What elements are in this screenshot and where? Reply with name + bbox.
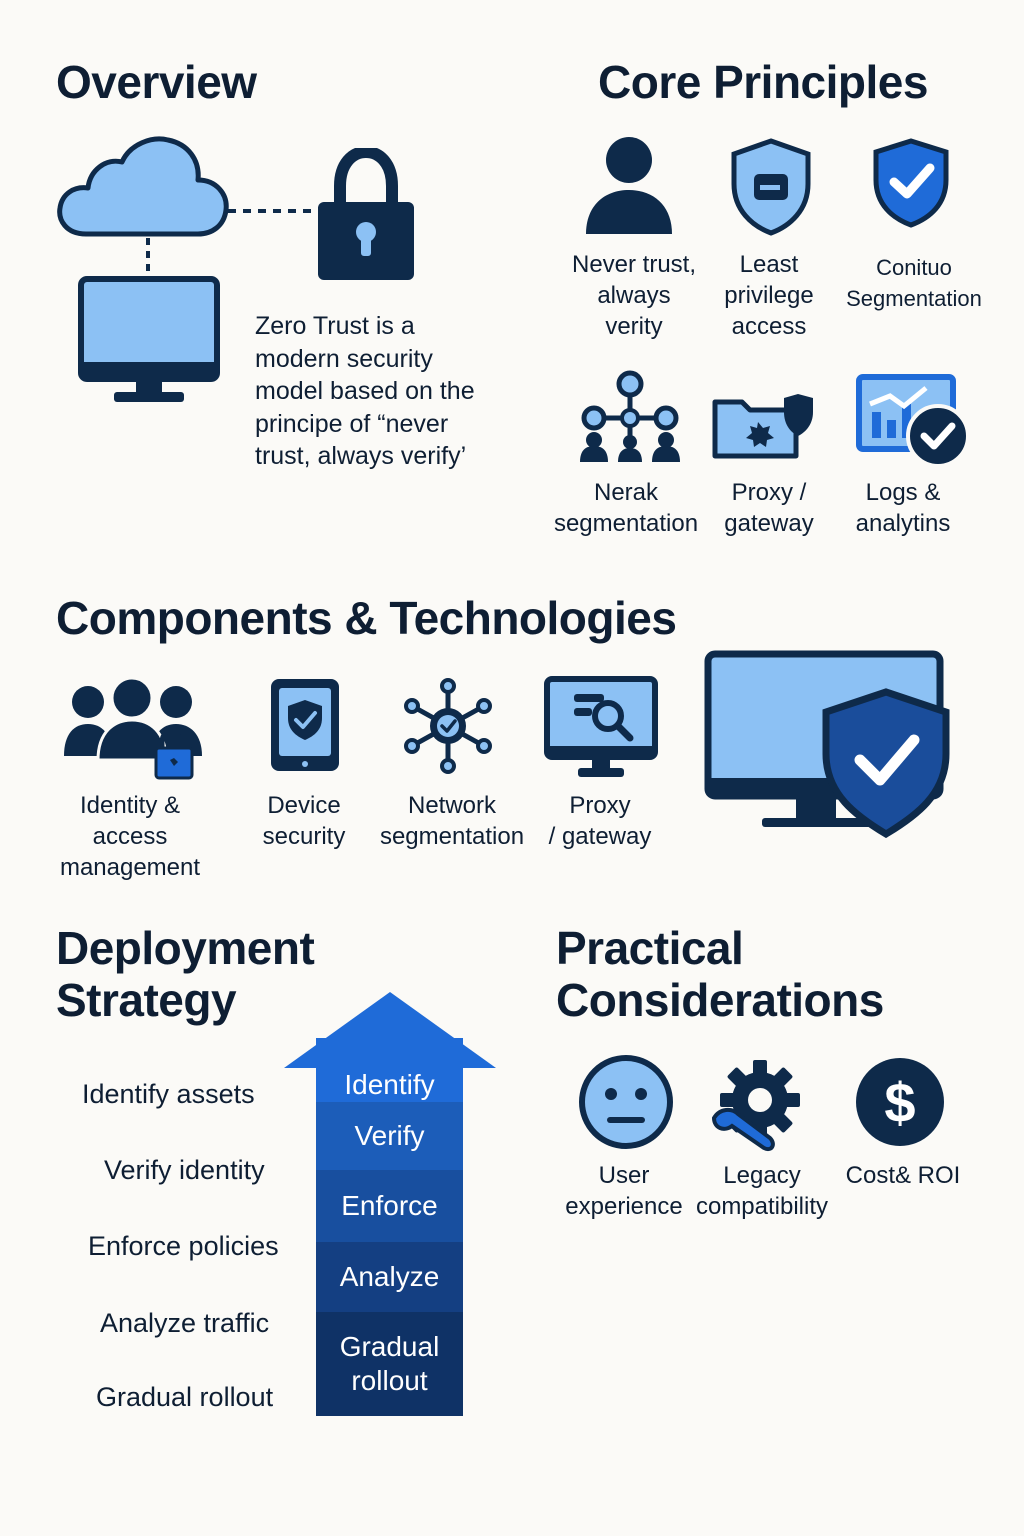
person-icon bbox=[586, 137, 672, 234]
overview-description: Zero Trust is a modern security model ba… bbox=[255, 312, 475, 470]
cloud-icon bbox=[57, 136, 229, 237]
shield-badge-icon bbox=[731, 138, 811, 236]
connector-cloud-monitor bbox=[146, 238, 150, 276]
component-label-device: Device security bbox=[262, 792, 346, 850]
step-label-enforce: Enforce policies bbox=[88, 1231, 279, 1261]
stage-identify: Identify bbox=[316, 1038, 463, 1102]
connector-cloud-lock bbox=[228, 209, 320, 213]
principle-label-segmentation: Conituo Segmentation bbox=[846, 255, 982, 311]
practical-label-ux: User experience bbox=[565, 1162, 683, 1220]
monitor-shield-illustration bbox=[704, 650, 950, 838]
svg-text:$: $ bbox=[884, 1071, 915, 1134]
component-label-proxy: Proxy / gateway bbox=[548, 792, 652, 850]
folder-shield-icon bbox=[712, 394, 813, 459]
components-title: Components & Technologies bbox=[56, 592, 677, 644]
neutral-face-icon bbox=[579, 1055, 673, 1149]
practical-label-cost: Cost& ROI bbox=[845, 1162, 961, 1189]
component-label-network: Network segmentation bbox=[379, 792, 525, 850]
dollar-coin-icon: $ bbox=[856, 1058, 944, 1146]
principle-label-nerak: Nerak segmentation bbox=[553, 479, 699, 537]
step-label-identify: Identify assets bbox=[82, 1079, 255, 1109]
core-principles-title: Core Principles bbox=[598, 56, 928, 108]
monitor-search-icon bbox=[544, 676, 658, 777]
stage-enforce: Enforce bbox=[316, 1170, 463, 1242]
analytics-check-icon bbox=[856, 374, 970, 468]
step-label-rollout: Gradual rollout bbox=[96, 1382, 274, 1412]
stage-verify: Verify bbox=[316, 1102, 463, 1170]
principle-label-proxy: Proxy / gateway bbox=[724, 479, 814, 537]
principle-label-logs: Logs & analytins bbox=[855, 479, 951, 537]
deployment-title: Deployment Strategy bbox=[56, 922, 315, 1026]
practical-label-legacy: Legacy compatibility bbox=[695, 1162, 829, 1220]
step-label-verify: Verify identity bbox=[104, 1155, 265, 1185]
monitor-icon bbox=[78, 276, 220, 402]
shield-check-icon bbox=[873, 138, 949, 228]
tablet-shield-icon bbox=[271, 679, 339, 771]
component-label-iam: Identity & access management bbox=[59, 792, 201, 881]
principle-label-never-trust: Never trust, always verity bbox=[571, 251, 697, 340]
padlock-icon bbox=[318, 148, 414, 280]
stage-gradual-rollout: Gradual rollout bbox=[316, 1312, 463, 1416]
principle-label-least-privilege: Least privilege access bbox=[724, 251, 814, 340]
practical-title: Practical Considerations bbox=[556, 922, 884, 1026]
overview-title: Overview bbox=[56, 56, 257, 108]
gear-wrench-icon bbox=[711, 1060, 800, 1151]
users-lock-icon bbox=[64, 676, 202, 780]
network-hub-icon bbox=[404, 678, 492, 774]
stage-analyze: Analyze bbox=[316, 1242, 463, 1312]
step-label-analyze: Analyze traffic bbox=[100, 1308, 270, 1338]
network-tree-icon bbox=[580, 370, 680, 462]
